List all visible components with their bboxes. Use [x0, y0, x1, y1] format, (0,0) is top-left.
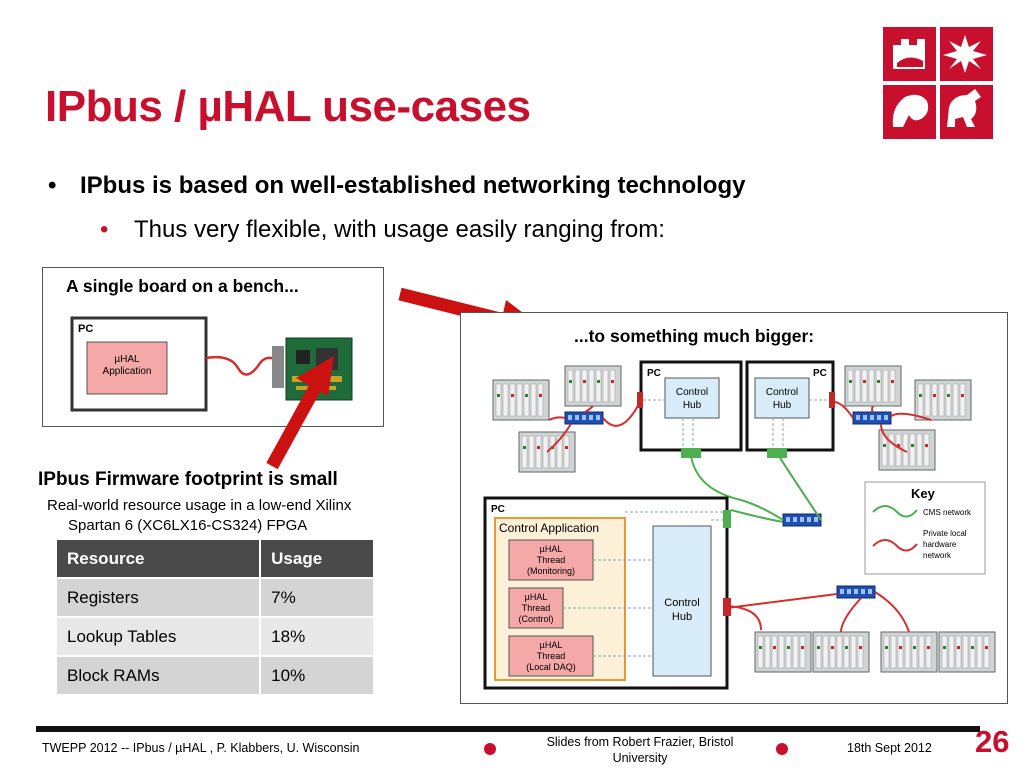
main-control-hub-box [652, 525, 712, 677]
thread-line: µHAL [525, 592, 548, 602]
main-control-hub-line2: Hub [672, 611, 692, 623]
board-cable [205, 355, 281, 376]
bullet-sub-text: Thus very flexible, with usage easily ra… [134, 216, 665, 243]
thread-line: Thread [537, 555, 566, 565]
footer-left-text: TWEPP 2012 -- IPbus / µHAL , P. Klabbers… [42, 741, 360, 755]
thread-monitoring-box [508, 539, 594, 581]
resource-usage-table: Resource Usage Registers 7% Lookup Table… [57, 540, 375, 694]
uhal-app-line1: µHAL [114, 354, 140, 365]
control-hub-box [664, 377, 720, 419]
thread-line: (Local DAQ) [526, 662, 576, 672]
control-hub-line2: Hub [683, 400, 702, 411]
column-header-resource: Resource [57, 540, 262, 578]
switch-icon [836, 585, 876, 599]
crate-icon [492, 379, 550, 421]
usage-cell: 7% [260, 577, 375, 617]
resource-cell: Registers [57, 577, 262, 617]
control-hub-line2: Hub [773, 400, 792, 411]
bullet-marker: • [48, 172, 57, 199]
legend-private-label-1: Private local [923, 529, 967, 538]
board-panel [272, 346, 284, 388]
legend-box [864, 481, 986, 575]
footer-divider [36, 726, 980, 732]
legend-cms-label: CMS network [923, 508, 972, 517]
footer-middle-text: Slides from Robert Frazier, Bristol Univ… [520, 734, 760, 766]
footer-date: 18th Sept 2012 [847, 741, 932, 755]
thread-line: (Control) [518, 614, 553, 624]
pc-label: PC [813, 368, 827, 379]
single-board-caption: A single board on a bench... [66, 276, 299, 296]
control-hub-line1: Control [766, 387, 798, 398]
footer-dot-icon [776, 743, 788, 755]
footer-middle-line1: Slides from Robert Frazier, Bristol [546, 735, 734, 749]
switch-icon [564, 411, 604, 425]
table-row: Registers 7% [57, 577, 375, 617]
crate-icon [754, 631, 812, 673]
uhal-app-box [86, 341, 168, 395]
firmware-desc-line2: Spartan 6 (XC6LX16-CS324) FPGA [68, 517, 308, 534]
firmware-desc-line1: Real-world resource usage in a low-end X… [47, 497, 352, 514]
large-system-caption: ...to something much bigger: [574, 326, 815, 346]
crate-icon [914, 379, 972, 421]
uhal-app-line2: Application [103, 366, 152, 377]
pc-label: PC [647, 368, 661, 379]
page-number: 26 [975, 724, 1010, 759]
usage-cell: 10% [260, 655, 375, 694]
resource-cell: Block RAMs [57, 655, 262, 694]
footer-middle-line2: University [612, 751, 668, 765]
crate-icon [564, 365, 622, 407]
control-hub-line1: Control [676, 387, 708, 398]
switch-icon [852, 411, 892, 425]
table-header-row: Resource Usage [57, 540, 375, 578]
crate-icon [880, 631, 938, 673]
arrow-to-board-icon [266, 356, 334, 470]
legend-private-swatch [872, 539, 918, 552]
thread-line: Thread [537, 651, 566, 661]
pc-label: PC [78, 323, 93, 335]
university-crest-logo [883, 27, 993, 139]
legend-title: Key [911, 486, 936, 501]
thread-local-daq-box [508, 635, 594, 677]
bullet-main-text: IPbus is based on well-established netwo… [80, 172, 746, 199]
table-row: Block RAMs 10% [57, 655, 375, 694]
crate-icon [878, 429, 936, 471]
switch-icon [782, 513, 822, 527]
firmware-footprint-title: IPbus Firmware footprint is small [38, 469, 338, 490]
control-application-label: Control Application [499, 521, 599, 535]
main-control-hub-line1: Control [664, 597, 699, 609]
thread-line: Thread [522, 603, 551, 613]
bullet-sub-marker: • [100, 216, 109, 243]
thread-line: (Monitoring) [527, 566, 575, 576]
resource-cell: Lookup Tables [57, 616, 262, 656]
crate-icon [844, 365, 902, 407]
thread-control-box [508, 587, 564, 629]
slide-title: IPbus / µHAL use-cases [45, 82, 531, 131]
bullet-main: • IPbus is based on well-established netw… [48, 172, 745, 200]
bullet-sub: • Thus very flexible, with usage easily r… [100, 216, 665, 244]
legend-cms-swatch [872, 505, 918, 518]
crate-icon [938, 631, 996, 673]
control-hub-box [754, 377, 810, 419]
column-header-usage: Usage [260, 540, 375, 578]
footer-dot-icon [484, 743, 496, 755]
main-pc-label: PC [491, 504, 505, 515]
usage-cell: 18% [260, 616, 375, 656]
thread-line: µHAL [540, 544, 563, 554]
large-system-diagram: PC Control Hub PC Control Hub PC Control… [483, 360, 996, 690]
legend-private-label-2: hardware [923, 540, 957, 549]
thread-line: µHAL [540, 640, 563, 650]
crate-icon [812, 631, 870, 673]
legend-private-label-3: network [923, 551, 952, 560]
table-row: Lookup Tables 18% [57, 616, 375, 656]
